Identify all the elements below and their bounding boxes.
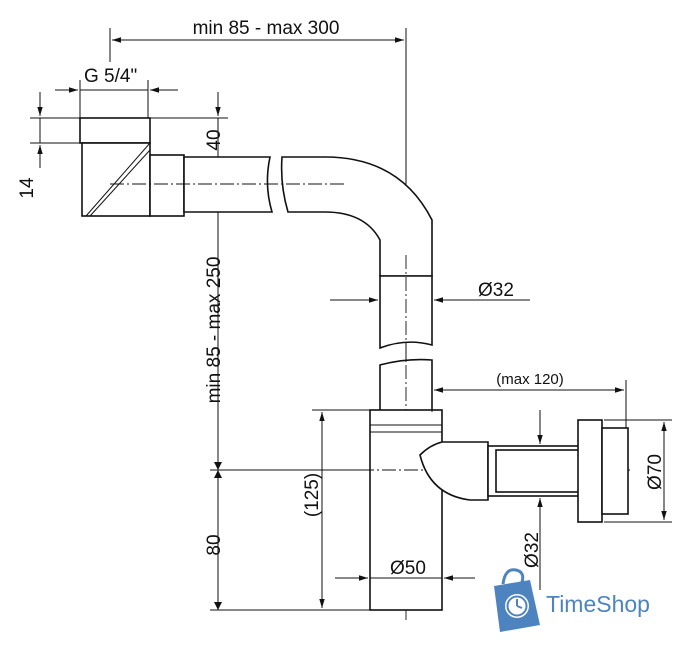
body-diameter-dimension: Ø50 [335,558,475,581]
shopping-bag-clock-icon [494,568,540,632]
body-height-dimension: (125) [302,409,372,608]
outlet-arm [419,419,629,523]
body-diameter-label: Ø50 [390,558,426,579]
flange-diameter-label: Ø70 [645,454,666,490]
bottom-height-label: 80 [204,534,225,555]
body-height-label: (125) [302,473,323,517]
upper-height-dimension: 40 [150,92,228,151]
thread-label: G 5/4" [84,66,137,87]
upper-height-label: 40 [204,129,225,150]
thread-dimension: G 5/4" [55,66,178,118]
vertical-range-dimension: min 85 - max 250 80 [204,118,406,611]
top-fitting [79,117,185,217]
pipe-diameter-dimension: Ø32 [330,280,530,303]
pipe-diameter-label: Ø32 [478,280,514,301]
watermark-brand: TimeShop [546,591,650,617]
vertical-range-label: min 85 - max 250 [204,257,225,404]
outlet-diameter-dimension: Ø32 [522,410,543,590]
outlet-diameter-label: Ø32 [522,532,543,568]
left-height-label: 14 [17,177,38,199]
top-width-label: min 85 - max 300 [193,18,340,39]
horizontal-pipe [110,156,433,277]
timeshop-watermark: TimeShop [494,568,650,632]
bottle-body [360,409,630,611]
top-width-dimension: min 85 - max 300 [109,18,407,610]
outlet-length-label: (max 120) [496,371,564,388]
flange-diameter-dimension: Ø70 [604,419,672,523]
left-height-dimension: 14 [17,92,80,199]
